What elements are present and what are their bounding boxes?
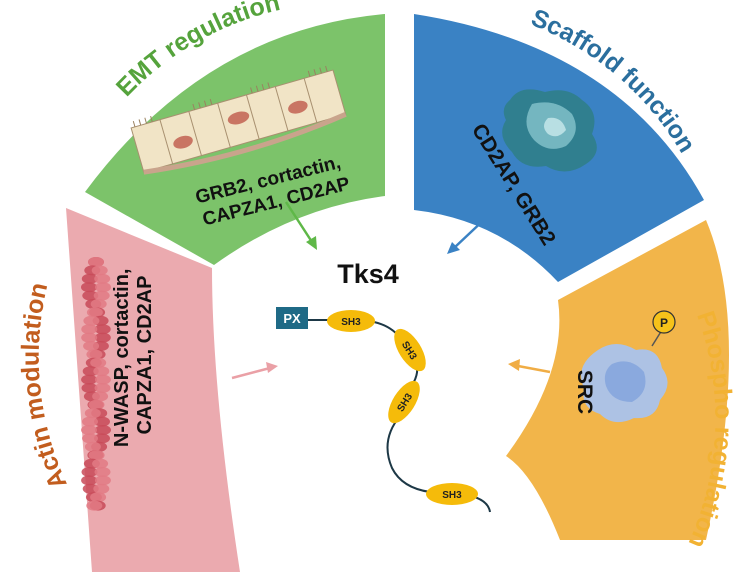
sh3-domain-4 [426,483,478,505]
actin-bead [95,425,111,435]
actin-bead [86,307,103,318]
scaffold-arrow [447,215,489,254]
actin-bead [94,273,111,284]
actin-bead [93,290,110,301]
actin-bead [95,282,111,293]
actin-bead [82,433,98,444]
actin-bead [94,332,111,343]
actin-bead [84,441,101,452]
actin-bead [82,416,98,427]
actin-bead [81,467,98,477]
actin-bead [88,399,105,410]
actin-partner-line-1: N-WASP, cortactin, [111,269,133,448]
actin-partners: N-WASP, cortactin, CAPZA1, CD2AP [111,263,156,447]
actin-bead [90,492,107,503]
tks4-title: Tks4 [337,259,399,289]
src-kinase-icon [581,329,668,423]
phospho-partners: SRC [573,370,596,414]
actin-bead [83,341,100,351]
actin-bead [94,467,111,477]
actin-bead [94,324,111,335]
actin-title-text: Actin modulation [17,280,73,493]
phosphate-badge: P [652,310,676,334]
actin-bead [81,425,97,435]
actin-bead [88,257,104,267]
actin-bead [86,349,103,360]
actin-bead [94,475,111,486]
actin-bead [86,500,103,511]
actin-bead [90,357,107,368]
emt-arrow [284,201,317,250]
actin-bead [94,383,111,393]
actin-bead [91,265,108,276]
actin-bead [94,374,111,385]
actin-bead [83,315,100,326]
actin-bead [92,391,109,402]
actin-bead [81,475,98,486]
actin-bead [82,290,99,301]
px-domain [276,307,308,329]
phosphate-label: P [660,316,668,330]
actin-bead [93,483,110,494]
actin-arrow [231,362,278,380]
linker-chain [308,319,491,513]
protein-complex-icon [502,89,597,172]
sh3-domain-1-label: SH3 [341,317,361,328]
actin-bead [94,416,110,427]
sh3-domain-4-label: SH3 [442,490,462,501]
tks4-domain-structure: PX SH3 SH3 SH3 SH3 [276,307,491,513]
actin-bead [88,450,105,461]
sh3-domain-2 [394,328,426,372]
actin-bead [84,408,101,419]
actin-bead [81,383,98,393]
sh3-domain-3 [388,380,420,424]
actin-bead [92,458,109,469]
px-domain-label: PX [283,311,301,326]
actin-bead [81,374,98,385]
actin-filament-icon [81,257,111,511]
actin-bead [81,282,97,293]
actin-partner-line-2: CAPZA1, CD2AP [134,276,156,435]
actin-bead [81,324,98,335]
actin-bead [94,433,110,444]
actin-title: Actin modulation [17,280,73,493]
sh3-domain-1 [327,310,375,332]
epithelial-cells-icon [130,65,347,175]
actin-bead [81,273,98,284]
actin-bead [93,366,110,377]
actin-bead [90,299,107,309]
actin-bead [81,332,98,343]
phospho-arrow [508,359,551,374]
